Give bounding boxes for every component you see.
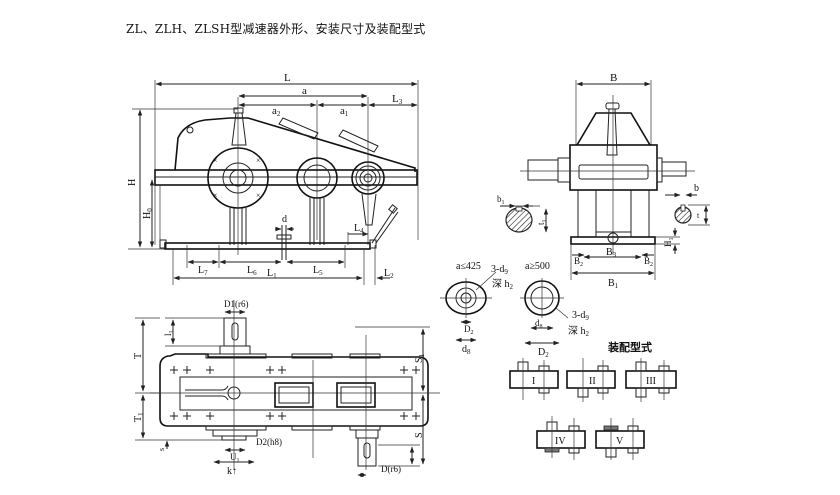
label-S: S: [414, 432, 425, 438]
label-S1: S1: [414, 353, 426, 363]
page-title: ZL、ZLH、ZLSH型减速器外形、安装尺寸及装配型式: [126, 22, 426, 36]
label-L1: L1: [267, 268, 277, 280]
gear-middle: [296, 157, 338, 199]
top-output-shaft: [357, 437, 377, 467]
label-B2-right: B2: [644, 256, 653, 268]
label-d8-large: d8: [535, 318, 543, 330]
hole-condition-small: a≤425: [456, 261, 481, 272]
label-B3: B3: [606, 247, 617, 259]
label-D2-small: D2: [464, 324, 474, 336]
svg-text:×: ×: [213, 156, 218, 165]
hole-detail-large: a≥500 3-d9 深 h2 d8 D2: [520, 261, 590, 359]
keyway-section-input: b1 t1: [497, 194, 549, 233]
svg-text:×: ×: [256, 156, 261, 165]
hole-condition-large: a≥500: [525, 261, 550, 272]
svg-text:III: III: [646, 376, 656, 387]
svg-text:II: II: [589, 376, 596, 387]
housing-base: [164, 242, 371, 250]
label-H: H: [127, 179, 138, 186]
label-L5: L5: [313, 265, 323, 277]
label-t1: t1: [536, 219, 548, 225]
label-B: B: [610, 72, 617, 84]
label-H0: H0: [142, 208, 154, 219]
svg-text:×: ×: [213, 191, 218, 200]
assembly-type-I: I: [509, 358, 559, 400]
label-k: k↑: [227, 466, 237, 477]
top-housing: [159, 353, 429, 427]
assembly-type-III: III: [625, 358, 677, 402]
assembly-types: 装配型式 I II: [509, 340, 677, 460]
label-a: a: [302, 85, 307, 97]
label-D2: D2(h8): [256, 437, 282, 447]
input-shaft: [527, 159, 559, 181]
svg-text:V: V: [616, 436, 624, 447]
hole-note2-small: 深 h2: [492, 278, 514, 291]
side-housing-top: [576, 112, 651, 146]
label-a2: a2: [272, 105, 281, 118]
top-view: D1(r6) l1 T T1 s: [133, 299, 440, 478]
label-b: b: [694, 183, 699, 194]
label-t: t: [697, 211, 700, 220]
label-T: T: [133, 353, 144, 359]
assembly-heading: 装配型式: [607, 340, 652, 354]
front-view: L a a2 a1 L3 H H0 × ×: [127, 72, 419, 285]
label-L7: L7: [198, 265, 208, 277]
label-D1: D1(r6): [224, 299, 249, 309]
assembly-type-IV: IV: [536, 416, 586, 460]
label-T1: T1: [133, 412, 145, 422]
label-L3: L3: [392, 93, 403, 106]
output-shaft: [661, 161, 687, 177]
assembly-type-II: II: [566, 358, 616, 402]
keyway-section-output: b t: [665, 183, 710, 226]
label-a1: a1: [340, 105, 349, 118]
top-input-shaft: [223, 317, 247, 347]
hole-note1-large: 3-d9: [572, 310, 589, 322]
hole-note2-large: 深 h2: [568, 325, 590, 338]
label-d8-small: d8: [462, 344, 471, 356]
label-l1: l1: [163, 330, 175, 336]
label-B2-left: B2: [574, 256, 583, 268]
label-L6: L6: [247, 265, 257, 277]
label-s: s: [157, 448, 166, 451]
label-d: d: [282, 214, 287, 225]
housing-cover: [174, 117, 416, 172]
side-view: B H1 B2 B3 B2 B1: [520, 72, 695, 290]
label-D: D(r6): [381, 464, 401, 474]
label-B1: B1: [608, 278, 619, 290]
inspection-cover: [278, 117, 319, 140]
svg-text:×: ×: [256, 191, 261, 200]
assembly-type-V: V: [595, 418, 645, 460]
label-L: L: [284, 72, 291, 84]
label-D2-large: D2: [538, 347, 549, 359]
hole-detail-small: a≤425 3-d9 深 h2 D2 d8: [440, 261, 514, 356]
hole-note1-small: 3-d9: [491, 264, 508, 276]
svg-text:IV: IV: [555, 436, 566, 447]
svg-text:I: I: [532, 376, 535, 387]
label-H1: H1: [663, 238, 675, 248]
label-b1: b1: [497, 194, 505, 206]
label-L2: L2: [384, 268, 394, 280]
label-L4: L4: [354, 223, 364, 235]
